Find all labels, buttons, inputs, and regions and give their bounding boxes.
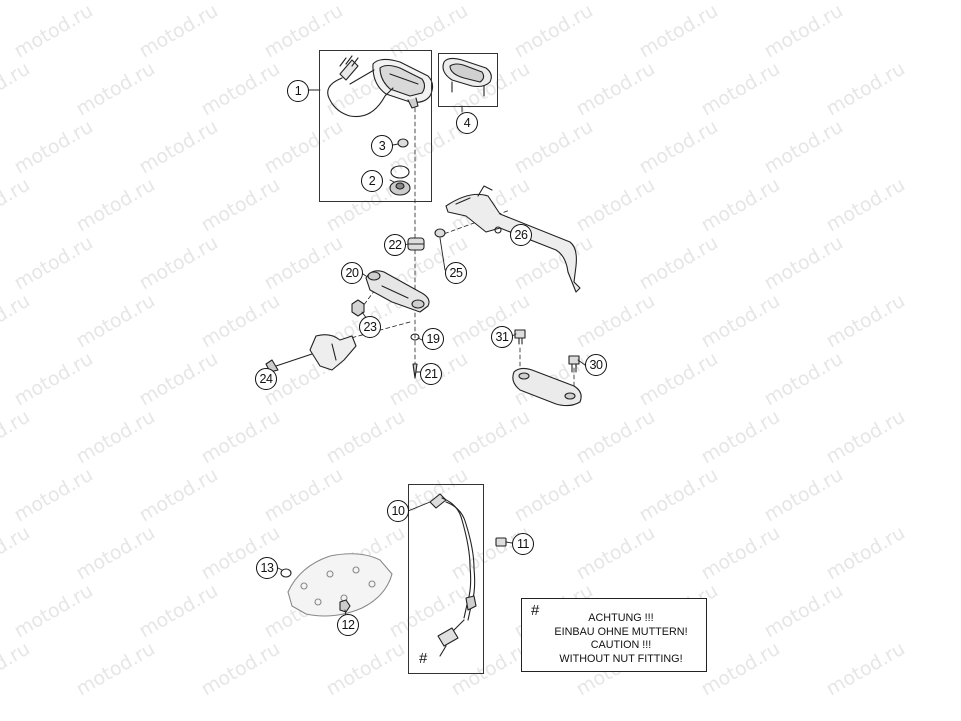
callout-4: 4 bbox=[456, 112, 478, 134]
callout-10: 10 bbox=[387, 500, 409, 522]
group-box-instrument bbox=[319, 50, 432, 202]
instrument-cluster bbox=[327, 55, 434, 118]
callout-21: 21 bbox=[420, 363, 442, 385]
small-nut bbox=[339, 599, 351, 613]
callout-12: 12 bbox=[337, 614, 359, 636]
callout-3: 3 bbox=[371, 135, 393, 157]
small-parts-1-3 bbox=[389, 138, 411, 196]
callout-26: 26 bbox=[510, 224, 532, 246]
cable-hash-marker: # bbox=[419, 650, 428, 667]
callout-20: 20 bbox=[341, 262, 363, 284]
callout-13: 13 bbox=[256, 557, 278, 579]
callout-30: 30 bbox=[585, 354, 607, 376]
sensor-cable bbox=[429, 493, 477, 657]
nut bbox=[351, 299, 365, 317]
screw bbox=[412, 363, 418, 379]
callout-11: 11 bbox=[512, 533, 534, 555]
notice-line-1: ACHTUNG !!! bbox=[588, 612, 654, 624]
callout-19: 19 bbox=[422, 328, 444, 350]
spacer bbox=[434, 228, 446, 238]
o-ring bbox=[280, 568, 292, 578]
lower-bracket bbox=[265, 334, 357, 373]
mounting-clamp bbox=[365, 270, 430, 313]
callout-1: 1 bbox=[287, 80, 309, 102]
callout-2: 2 bbox=[361, 170, 383, 192]
warning-notice: # ACHTUNG !!! EINBAU OHNE MUTTERN! CAUTI… bbox=[521, 598, 707, 672]
callout-22: 22 bbox=[384, 234, 406, 256]
group-box-cable bbox=[408, 484, 484, 674]
notice-line-3: CAUTION !!! bbox=[590, 639, 652, 651]
cable-holder bbox=[512, 329, 582, 407]
bushing bbox=[407, 237, 425, 251]
washer bbox=[410, 333, 420, 341]
callout-23: 23 bbox=[359, 316, 381, 338]
notice-hash-marker: # bbox=[531, 602, 540, 619]
headlight-bracket bbox=[445, 185, 581, 293]
group-box-cover bbox=[438, 53, 498, 107]
callout-31: 31 bbox=[491, 326, 513, 348]
notice-line-2: EINBAU OHNE MUTTERN! bbox=[554, 625, 688, 638]
callout-25: 25 bbox=[445, 262, 467, 284]
connector bbox=[495, 537, 507, 547]
cluster-cover bbox=[442, 57, 492, 97]
callout-24: 24 bbox=[255, 368, 277, 390]
brake-disc bbox=[287, 553, 393, 617]
notice-line-4: WITHOUT NUT FITTING! bbox=[559, 652, 683, 665]
